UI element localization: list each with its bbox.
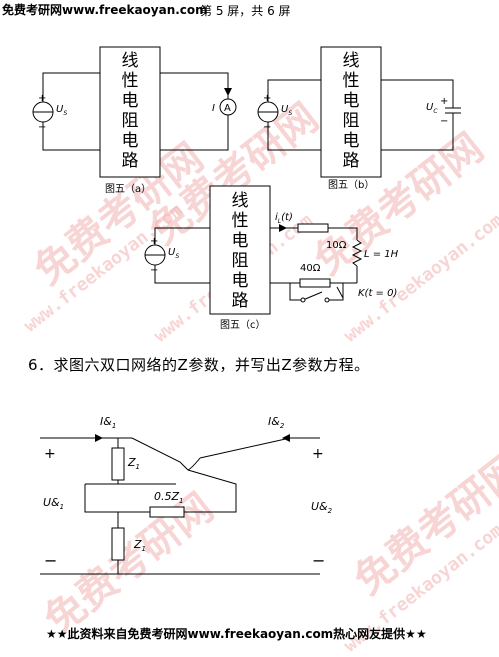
fig5b-caption: 图五（b）: [328, 179, 374, 191]
box-c-char-1: 线: [232, 191, 249, 211]
fig6-u2-label: U&2: [311, 500, 333, 515]
fig6-minus-left: −: [44, 551, 57, 570]
box-c-char-6: 路: [232, 291, 249, 311]
fig5a-meter-label: I: [212, 103, 215, 114]
box-b-char-1: 线: [343, 51, 360, 71]
fig6-plus-right: +: [312, 446, 324, 462]
fig5c-inductor-label: L = 1H: [364, 249, 399, 260]
box-a-char-2: 性: [122, 71, 139, 91]
box-c-char-3: 电: [232, 231, 249, 251]
box-b-char-5: 电: [343, 131, 360, 151]
fig5b-source-label: US: [281, 104, 292, 117]
fig5b-cap-minus: −: [440, 116, 448, 127]
box-a-char-3: 电: [122, 91, 139, 111]
fig5b-cap-label: UC: [426, 102, 438, 115]
fig6-i1-label: I&1: [100, 415, 116, 430]
box-b-char-3: 电: [343, 91, 360, 111]
fig5c-r2-label: 40Ω: [300, 263, 321, 274]
fig5c-switch-label: K(t = 0): [358, 288, 397, 299]
fig5c-minus: −: [150, 265, 158, 276]
fig5a-caption: 图五（a）: [105, 183, 151, 195]
fig5c-source-label: US: [168, 247, 179, 260]
fig6-minus-right: −: [312, 551, 325, 570]
fig6-i2-label: I&2: [268, 415, 285, 430]
fig5a-plus: +: [38, 93, 46, 104]
fig5b-plus: +: [263, 93, 271, 104]
question-6-text: 6．求图六双口网络的Z参数，并写出Z参数方程。: [28, 356, 370, 374]
fig5c-plus: +: [150, 236, 158, 247]
fig5a-minus: −: [38, 122, 46, 133]
box-a-char-1: 线: [122, 51, 139, 71]
fig6-zmid-label: 0.5Z1: [154, 490, 184, 505]
box-c-char-4: 阻: [232, 251, 249, 271]
footer-credit: ★★此资料来自免费考研网www.freekaoyan.com热心网友提供★★: [46, 627, 427, 641]
header-site: 免费考研网www.freekaoyan.com: [2, 3, 208, 17]
fig6-plus-left: +: [44, 446, 56, 462]
box-c-char-5: 电: [232, 271, 249, 291]
fig5a-source-label: US: [56, 104, 67, 117]
header-page-indicator: 第 5 屏，共 6 屏: [200, 4, 291, 18]
fig5b-cap-plus: +: [440, 96, 448, 107]
fig5b-minus: −: [263, 122, 271, 133]
fig6-z1-label: Z1: [127, 456, 140, 471]
box-b-char-2: 性: [343, 71, 360, 91]
fig5c-caption: 图五（c）: [220, 319, 266, 331]
fig5c-r1-label: 10Ω: [326, 240, 347, 251]
box-a-char-4: 阻: [122, 111, 139, 131]
fig6-u1-label: U&1: [43, 496, 64, 511]
box-b-char-4: 阻: [343, 111, 360, 131]
box-b-char-6: 路: [343, 151, 360, 171]
fig6-zbot-label: Z1: [133, 538, 146, 553]
box-c-char-2: 性: [232, 211, 249, 231]
box-a-char-5: 电: [122, 131, 139, 151]
box-a-char-6: 路: [122, 151, 139, 171]
fig5a-meter-symbol: A: [224, 103, 231, 114]
fig5c-current-label: iL(t): [275, 212, 293, 225]
